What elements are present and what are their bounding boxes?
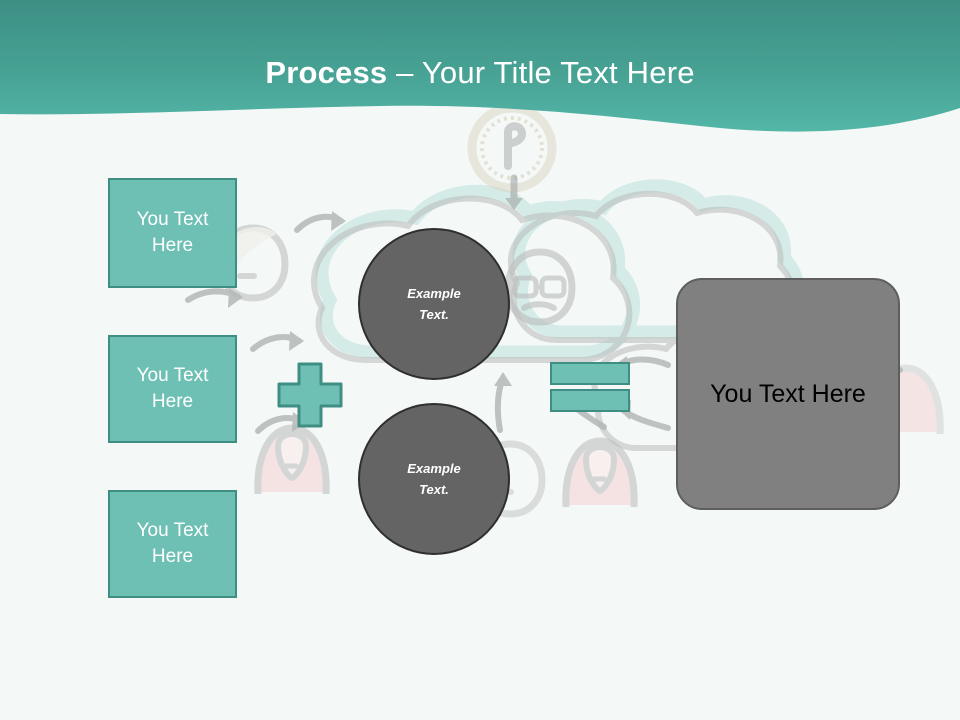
page-title-rest: – Your Title Text Here xyxy=(387,55,695,90)
result-box-label: You Text Here xyxy=(710,380,866,408)
input-box-3-label: You Text Here xyxy=(136,520,209,567)
input-box-1-label: You Text Here xyxy=(136,209,209,256)
plus-icon[interactable] xyxy=(277,362,343,428)
equals-icon[interactable] xyxy=(550,360,630,414)
face-pink-hair-doodle xyxy=(562,437,638,508)
example-circle-2-line2: Text. xyxy=(419,482,449,497)
example-circle-2-line1: Example xyxy=(407,461,461,476)
example-circle-1-line1: Example xyxy=(407,286,461,301)
page-title-strong: Process xyxy=(265,55,388,90)
face-with-glasses-doodle xyxy=(508,252,572,322)
equals-bar-top xyxy=(550,362,630,385)
example-circle-1-line2: Text. xyxy=(419,307,449,322)
input-box-1[interactable]: You Text Here xyxy=(108,178,237,288)
page-title: Process – Your Title Text Here xyxy=(0,54,960,92)
input-box-3[interactable]: You Text Here xyxy=(108,490,237,598)
input-box-2[interactable]: You Text Here xyxy=(108,335,237,443)
result-box[interactable]: You Text Here xyxy=(676,278,900,510)
equals-bar-bottom xyxy=(550,389,630,412)
down-arrow-doodle xyxy=(505,174,523,210)
input-box-2-label: You Text Here xyxy=(136,365,209,412)
face-pink-hair-doodle xyxy=(254,424,330,495)
coin-medal-doodle xyxy=(467,103,557,193)
